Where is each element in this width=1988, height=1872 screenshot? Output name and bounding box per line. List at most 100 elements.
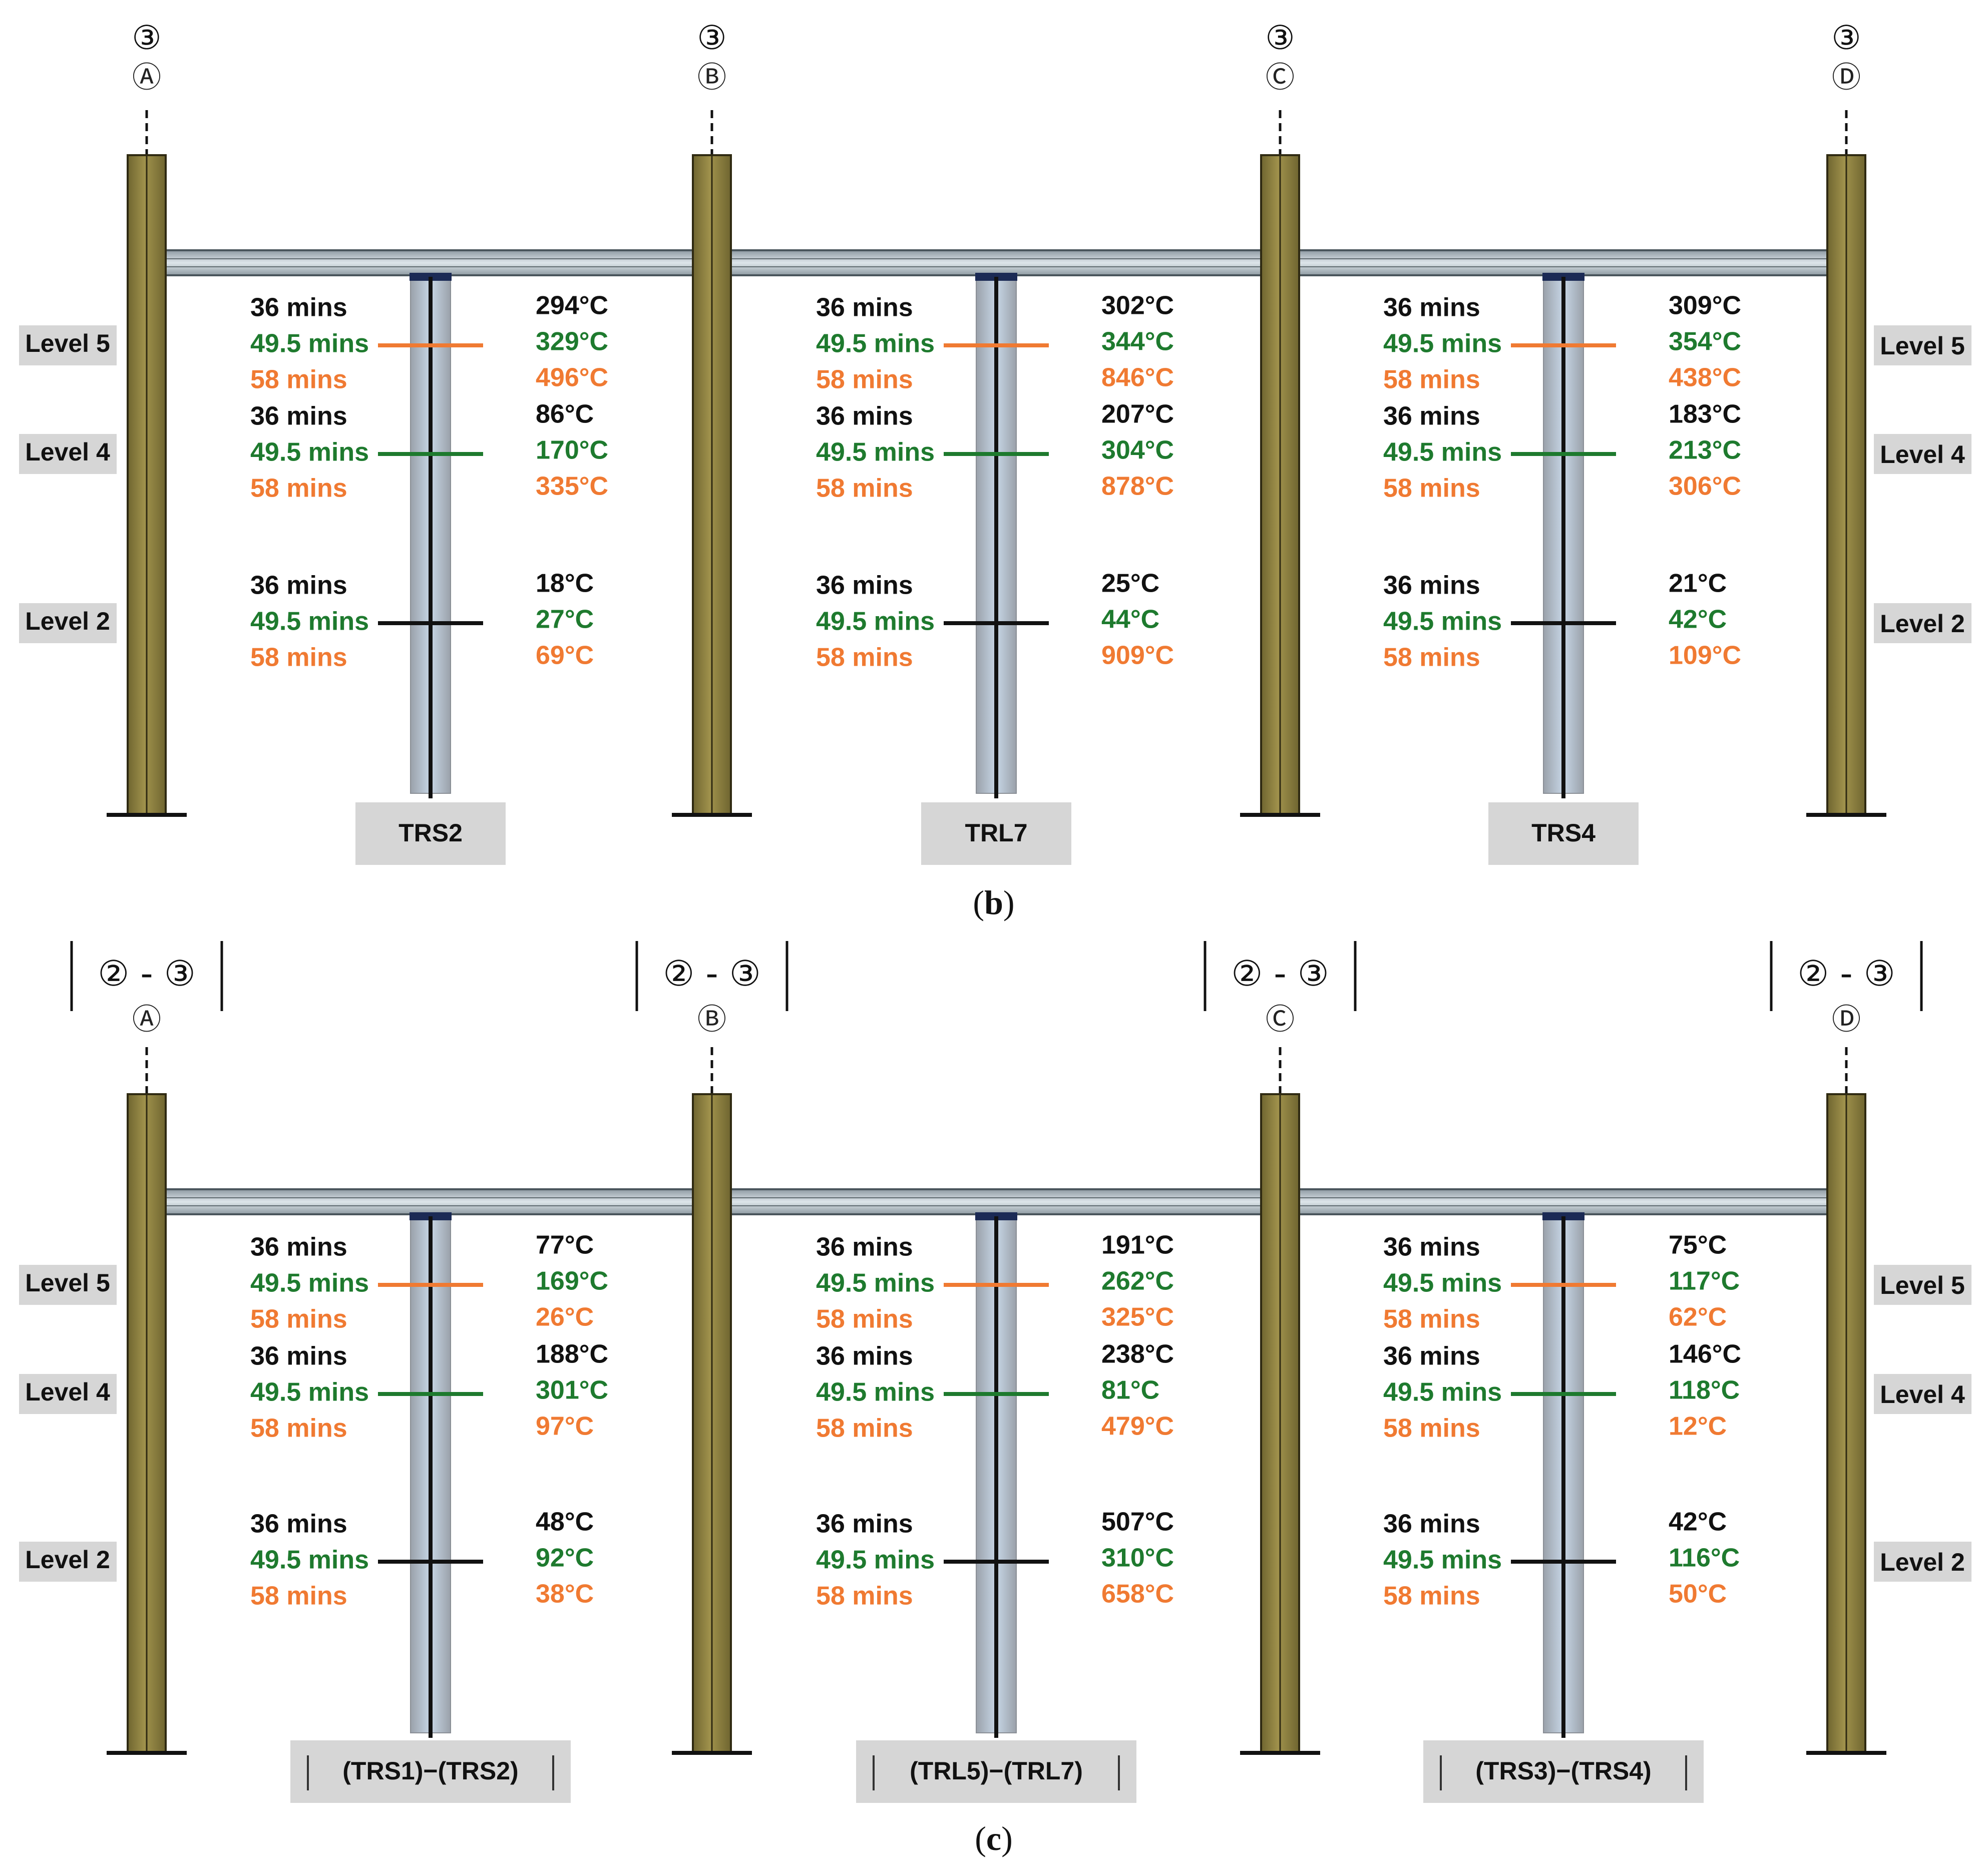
- temperature-value: 117°C: [1669, 1267, 1740, 1296]
- caption-close: ): [1001, 1819, 1013, 1857]
- temperature-value: 118°C: [1669, 1376, 1740, 1405]
- time-label: 58 mins: [816, 365, 913, 394]
- time-label: 36 mins: [250, 293, 347, 322]
- level-label-text: Level 2: [25, 607, 110, 635]
- time-label: 58 mins: [1383, 1582, 1480, 1611]
- level-label-left: Level 5: [19, 1265, 117, 1305]
- time-label: 58 mins: [1383, 1414, 1480, 1443]
- temperature-value: 507°C: [1101, 1508, 1174, 1537]
- temperature-value: 50°C: [1669, 1580, 1727, 1609]
- caption-close: ): [1003, 883, 1015, 921]
- temperature-value: 658°C: [1101, 1580, 1174, 1609]
- time-label: 49.5 mins: [250, 1269, 369, 1298]
- temperature-value: 38°C: [536, 1580, 594, 1609]
- level-label-bg: [1874, 1374, 1971, 1414]
- time-label: 36 mins: [816, 293, 913, 322]
- level-label-text: Level 5: [25, 1269, 110, 1297]
- grid-marker-letter: Ⓒ: [1266, 60, 1295, 94]
- temperature-value: 329°C: [536, 327, 608, 356]
- temperature-value: 81°C: [1101, 1376, 1159, 1405]
- time-label: 58 mins: [816, 1414, 913, 1443]
- temperature-value: 294°C: [536, 291, 608, 320]
- temperature-value: 310°C: [1101, 1544, 1174, 1573]
- level-label-left: Level 5: [19, 325, 117, 365]
- sensor-name: (TRS1)−(TRS2): [342, 1757, 518, 1785]
- level-label-bg: [1874, 434, 1971, 474]
- temperature-value: 846°C: [1101, 363, 1174, 392]
- temperature-value: 44°C: [1101, 605, 1159, 634]
- sensor-name: TRL7: [965, 819, 1028, 847]
- grid-marker-number: ② - ③: [1231, 953, 1329, 994]
- time-label: 49.5 mins: [250, 1546, 369, 1575]
- time-label: 36 mins: [250, 1233, 347, 1262]
- time-label: 49.5 mins: [816, 1546, 935, 1575]
- temperature-value: 170°C: [536, 436, 608, 465]
- level-label-bg: [19, 1542, 117, 1582]
- sensor-name-bg: [1488, 802, 1639, 865]
- time-label: 49.5 mins: [1383, 1269, 1502, 1298]
- level-label-bg: [19, 325, 117, 365]
- grid-marker-number: ② - ③: [98, 953, 195, 994]
- time-label: 58 mins: [1383, 643, 1480, 672]
- level-label-left: Level 4: [19, 434, 117, 474]
- temperature-value: 183°C: [1669, 400, 1741, 429]
- time-label: 58 mins: [1383, 474, 1480, 503]
- time-label: 36 mins: [816, 571, 913, 600]
- grid-marker: ③Ⓑ: [697, 19, 727, 155]
- temperature-value: 191°C: [1101, 1231, 1174, 1260]
- level-label-bg: [1874, 325, 1971, 365]
- temperature-value: 26°C: [536, 1303, 594, 1332]
- time-label: 49.5 mins: [250, 1378, 369, 1407]
- temperature-value: 238°C: [1101, 1340, 1174, 1369]
- temperature-value: 21°C: [1669, 569, 1727, 598]
- temperature-value: 169°C: [536, 1267, 608, 1296]
- level-label-text: Level 4: [1880, 1380, 1965, 1409]
- grid-marker: ② - ③Ⓐ: [70, 941, 223, 1094]
- level-label-left: Level 2: [19, 1542, 117, 1582]
- level-label-text: Level 2: [25, 1546, 110, 1574]
- sensor-name-label: TRS2: [355, 802, 506, 865]
- level-label-right: Level 2: [1874, 1542, 1971, 1582]
- level-label-bg: [1874, 603, 1971, 643]
- sensor-name-bg: [856, 1740, 1136, 1803]
- grid-marker: ③Ⓓ: [1831, 19, 1861, 155]
- temperature-value: 302°C: [1101, 291, 1174, 320]
- time-label: 49.5 mins: [816, 1378, 935, 1407]
- time-label: 36 mins: [250, 1510, 347, 1539]
- time-label: 36 mins: [250, 402, 347, 431]
- sensor-name-label: TRS4: [1488, 802, 1639, 865]
- time-label: 49.5 mins: [1383, 1546, 1502, 1575]
- sensor-name-bg: [1423, 1740, 1704, 1803]
- time-label: 49.5 mins: [250, 329, 369, 358]
- column: [1240, 154, 1320, 817]
- grid-marker-letter: Ⓑ: [697, 60, 726, 94]
- time-label: 58 mins: [250, 365, 347, 394]
- grid-marker: ② - ③Ⓓ: [1770, 941, 1923, 1094]
- sensor-name-label: TRL7: [921, 802, 1071, 865]
- temperature-value: 207°C: [1101, 400, 1174, 429]
- sensor-name-label: (TRL5)−(TRL7): [856, 1740, 1136, 1803]
- temperature-value: 116°C: [1669, 1544, 1740, 1573]
- time-label: 36 mins: [816, 1510, 913, 1539]
- time-label: 58 mins: [816, 1582, 913, 1611]
- time-label: 49.5 mins: [250, 438, 369, 467]
- level-label-left: Level 2: [19, 603, 117, 643]
- time-label: 49.5 mins: [816, 607, 935, 636]
- level-label-text: Level 5: [1880, 1271, 1965, 1299]
- temperature-value: 97°C: [536, 1412, 594, 1441]
- time-label: 36 mins: [250, 1342, 347, 1371]
- level-label-text: Level 4: [25, 438, 110, 466]
- level-label-right: Level 4: [1874, 434, 1971, 474]
- time-label: 49.5 mins: [250, 607, 369, 636]
- time-label: 58 mins: [250, 1305, 347, 1334]
- time-label: 49.5 mins: [1383, 1378, 1502, 1407]
- time-label: 36 mins: [816, 402, 913, 431]
- caption-open: (: [973, 883, 984, 921]
- temperature-value: 109°C: [1669, 641, 1741, 670]
- grid-marker-number: ③: [697, 19, 726, 57]
